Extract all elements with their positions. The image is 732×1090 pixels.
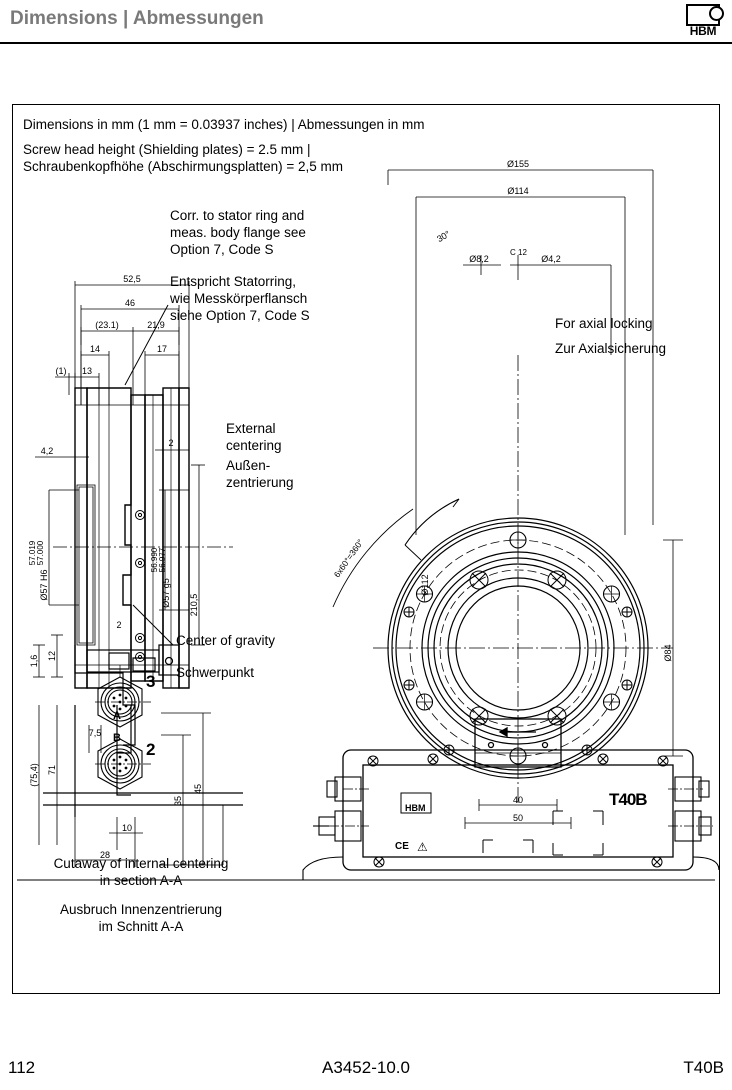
dim-4-2-left: 4,2 [41, 446, 54, 456]
connector-label-3: 3 [146, 672, 155, 691]
dim-1-6: 1,6 [29, 655, 39, 668]
drawing-frame: Dimensions in mm (1 mm = 0.03937 inches)… [12, 104, 720, 994]
hbm-logo-circle [709, 6, 724, 21]
dim-bore-h6-tol-lower: 57.000 [36, 540, 45, 565]
page-footer: 112 A3452-10.0 T40B [0, 1052, 732, 1090]
ce-mark-icon: CE [395, 841, 409, 852]
note-dimensions: Dimensions in mm (1 mm = 0.03937 inches)… [23, 117, 425, 132]
dim-40: 40 [513, 795, 523, 805]
dim-155: Ø155 [507, 159, 529, 169]
annotation-axial-de: Zur Axialsicherung [555, 341, 667, 356]
dim-hole-pattern: 6x60°=360° [332, 537, 366, 579]
technical-drawing-canvas: 52,5 46 (23.1) 21,9 14 17 (1) 13 4,2 2 2… [17, 159, 719, 881]
connector-label-2: 2 [146, 740, 155, 759]
annotation-axial-en: For axial locking [555, 316, 653, 331]
dim-shaft-g5-tol-lower: 56.977 [158, 547, 167, 572]
dim-112: Ø112 [420, 574, 430, 595]
dim-2-top: 2 [168, 438, 173, 448]
dim-13: 13 [82, 366, 92, 376]
dim-84: Ø84 [663, 644, 673, 661]
dim-28: 28 [100, 850, 110, 860]
header-divider [0, 42, 732, 44]
dim-1: (1) [56, 366, 67, 376]
dim-bore-h6: Ø57 H6 [39, 569, 49, 600]
dim-21-9: 21,9 [147, 320, 165, 330]
page-header: Dimensions | Abmessungen HBM [0, 0, 732, 46]
dim-52-5: 52,5 [123, 274, 141, 284]
dim-bore-h6-tol-upper: 57.019 [28, 540, 37, 565]
annotation-stator-de: Entspricht Statorring, wie Messkörperfla… [170, 274, 310, 323]
dim-2-mid: 2 [116, 620, 121, 630]
dim-10: 10 [122, 823, 132, 833]
dim-30-deg: 30° [435, 228, 452, 244]
dim-210-5: 210,5 [189, 594, 199, 617]
annotation-centering-en: External centering [226, 421, 282, 453]
footer-model: T40B [683, 1058, 724, 1077]
note-screw-head-height-en: Screw head height (Shielding plates) = 2… [23, 142, 311, 157]
dim-71: 71 [47, 765, 57, 775]
section-label-b: B [113, 732, 121, 744]
dim-shaft-g5-tol-upper: 56.990 [150, 547, 159, 572]
hbm-logo-text: HBM [689, 24, 717, 38]
section-label-a: A [113, 710, 121, 722]
dim-45: 45 [193, 784, 203, 794]
dim-c12: C 12 [510, 248, 527, 257]
dim-23-1: (23.1) [95, 320, 119, 330]
warning-triangle-icon: ⚠ [417, 840, 428, 854]
housing-brand-label: HBM [405, 803, 426, 813]
annotation-centering-de: Außen- zentrierung [226, 458, 294, 490]
page-title: Dimensions | Abmessungen [10, 8, 264, 29]
note-screw-head-height-de: Schraubenkopfhöhe (Abschirmungsplatten) … [23, 159, 344, 174]
dim-50: 50 [513, 813, 523, 823]
dim-35: 35 [173, 796, 183, 806]
housing-model-label: T40B [609, 790, 647, 809]
footer-document-id: A3452-10.0 [322, 1058, 410, 1077]
dim-4-2-right: Ø4,2 [541, 254, 561, 264]
dim-17: 17 [157, 344, 167, 354]
dim-75-4: (75,4) [29, 763, 39, 787]
annotation-cutaway-de: Ausbruch Innenzentrierung im Schnitt A-A [59, 902, 223, 934]
dim-7-5: 7,5 [89, 728, 102, 738]
dim-46: 46 [125, 298, 135, 308]
dim-114: Ø114 [507, 186, 528, 196]
annotation-gravity-de: Schwerpunkt [176, 665, 255, 680]
dim-shaft-g5: Ø57 g5 [161, 578, 171, 608]
annotation-gravity-en: Center of gravity [176, 633, 276, 648]
dim-14: 14 [90, 344, 100, 354]
dim-12: 12 [47, 651, 57, 661]
annotation-stator-en: Corr. to stator ring and meas. body flan… [170, 208, 306, 257]
dim-8-2: Ø8,2 [469, 254, 489, 264]
hbm-logo-icon: HBM [686, 4, 724, 40]
footer-page-number: 112 [8, 1058, 36, 1077]
